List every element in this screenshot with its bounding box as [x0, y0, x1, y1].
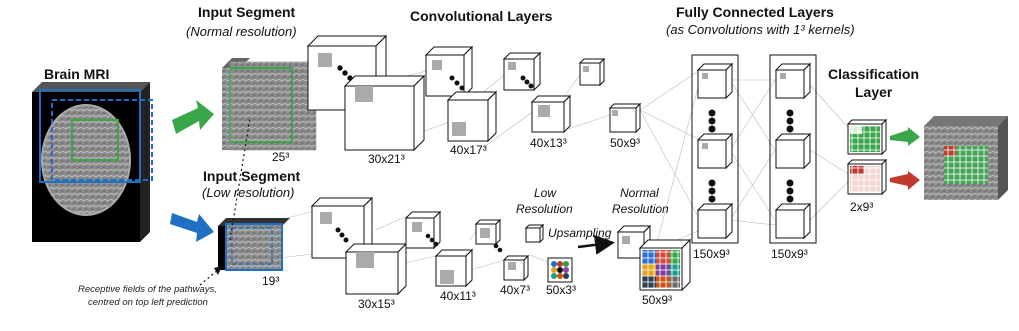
dim-upsampled: 50x9³ — [642, 293, 673, 307]
low-resolution-label-line2: Resolution — [516, 202, 573, 216]
input-segment-normal-title: Input Segment — [198, 4, 296, 20]
dim-fc-1: 150x9³ — [693, 247, 730, 261]
normal-resolution-label-line2: Resolution — [612, 202, 669, 216]
receptive-field-pointer-low — [199, 269, 219, 286]
dim-conv-normal-1: 30x21³ — [368, 152, 405, 166]
fc-layers-subtitle: (as Convolutions with 1³ kernels) — [666, 22, 855, 37]
dim-conv-normal-3: 40x13³ — [530, 136, 567, 150]
conv-layer-low-1 — [310, 196, 408, 296]
classification-title-line2: Layer — [855, 84, 893, 100]
output-segmentation — [924, 116, 1008, 200]
dim-conv-normal-4: 50x9³ — [610, 136, 641, 150]
brain-mri-label: Brain MRI — [44, 66, 110, 82]
conv-layer-low-2 — [404, 210, 474, 288]
dim-conv-low-1: 30x15³ — [358, 297, 395, 311]
input-segment-low-title: Input Segment — [203, 168, 301, 184]
receptive-field-arrowhead — [214, 266, 222, 275]
input-segment-low-subtitle: (Low resolution) — [202, 185, 295, 200]
input-segment-normal-image — [222, 58, 317, 151]
conv-layers-title: Convolutional Layers — [410, 8, 553, 24]
conv-layer-low-3 — [474, 218, 530, 282]
upsampled-layer — [616, 224, 692, 292]
conv-layer-normal-4 — [578, 57, 642, 134]
brain-mri-volume — [32, 82, 153, 242]
arrow-to-output-red — [890, 171, 920, 190]
conv-layer-normal-1 — [306, 34, 426, 152]
upsampling-label: Upsampling — [548, 226, 612, 240]
classification-layer — [846, 118, 888, 196]
conv-layer-normal-2 — [424, 45, 498, 143]
arrow-to-output-green — [890, 127, 920, 146]
receptive-field-note-line1: Receptive fields of the pathways, — [78, 284, 217, 295]
dim-conv-low-2: 40x11³ — [440, 289, 476, 303]
dim-conv-normal-2: 40x17³ — [450, 143, 487, 157]
dim-conv-low-4: 50x3³ — [546, 283, 577, 297]
dim-output: 2x9³ — [850, 200, 874, 214]
upsampling-arrow — [577, 234, 615, 255]
fc-layer-2 — [769, 54, 817, 244]
receptive-field-note-line2: centred on top left prediction — [88, 297, 208, 308]
dim-input-normal: 25³ — [272, 150, 290, 164]
classification-title-line1: Classification — [828, 66, 920, 82]
dim-fc-2: 150x9³ — [771, 247, 808, 261]
fc-layers-title: Fully Connected Layers — [676, 4, 834, 20]
fc-layer-1 — [691, 54, 739, 244]
conv-layer-normal-3 — [502, 51, 572, 134]
conv-layer-low-4 — [524, 223, 573, 283]
low-resolution-label-line1: Low — [534, 186, 557, 200]
arrow-to-low-input — [170, 213, 214, 242]
input-segment-low-image — [218, 218, 290, 271]
dim-input-low: 19³ — [262, 274, 280, 288]
normal-resolution-label-line1: Normal — [620, 186, 659, 200]
arrow-to-normal-input — [172, 100, 214, 134]
dim-conv-low-3: 40x7³ — [500, 283, 531, 297]
receptive-field-pointer — [229, 117, 251, 241]
input-segment-normal-subtitle: (Normal resolution) — [186, 24, 297, 39]
